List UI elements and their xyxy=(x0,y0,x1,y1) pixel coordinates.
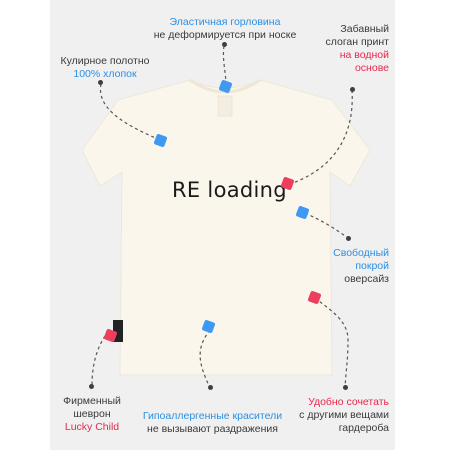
leader-dot xyxy=(98,80,103,85)
callout-combine-line3: гардероба xyxy=(338,422,389,434)
tshirt-label xyxy=(217,95,233,117)
tshirt-print-text: RE loading xyxy=(172,178,287,202)
callout-chevron-line3: Lucky Child xyxy=(64,421,120,433)
callout-slogan-line3: на водной xyxy=(339,49,389,61)
leader-dyes xyxy=(199,329,211,389)
leader-chevron xyxy=(91,335,106,387)
callout-fit-line3: оверсайз xyxy=(344,273,389,285)
callout-fit: Свободный покрой оверсайз xyxy=(300,247,389,286)
callout-neckline-line2: не деформируется при носке xyxy=(153,29,297,41)
leader-dot xyxy=(343,385,348,390)
leader-dot xyxy=(350,87,355,92)
callout-slogan-line2: слоган принт xyxy=(325,36,390,48)
tshirt-body xyxy=(81,79,371,376)
callout-dyes-line1: Гипоаллергенные красители xyxy=(142,410,283,422)
callout-slogan: Забавный слоган принт на водной основе xyxy=(300,23,390,75)
leader-dot xyxy=(222,42,227,47)
leader-dot xyxy=(89,384,94,389)
chevron-tag xyxy=(113,320,123,342)
callout-chevron-line1: Фирменный xyxy=(63,395,121,407)
callout-fabric: Кулирное полотно 100% хлопок xyxy=(55,55,155,81)
callout-fit-line1: Свободный xyxy=(333,247,389,259)
leader-dot xyxy=(208,385,213,390)
callout-chevron-line2: шеврон xyxy=(73,408,111,420)
callout-fit-line2: покрой xyxy=(355,260,389,272)
leader-fabric xyxy=(99,83,161,141)
callout-fabric-line2: 100% хлопок xyxy=(73,68,137,80)
callout-slogan-line4: основе xyxy=(354,62,389,74)
callout-neckline-line1: Эластичная горловина xyxy=(169,16,281,28)
callout-combine: Удобно сочетать с другими вещами гардеро… xyxy=(285,396,389,435)
callout-fabric-line1: Кулирное полотно xyxy=(60,55,150,67)
callout-neckline: Эластичная горловина не деформируется пр… xyxy=(130,16,320,42)
leader-combine xyxy=(314,297,349,389)
callout-combine-line2: с другими вещами xyxy=(299,409,389,421)
callout-dyes-line2: не вызывают раздражения xyxy=(147,423,278,435)
callout-combine-line1: Удобно сочетать xyxy=(308,396,389,408)
callout-dyes: Гипоаллергенные красители не вызывают ра… xyxy=(135,410,290,436)
leader-fit xyxy=(304,212,349,239)
callout-chevron: Фирменный шеврон Lucky Child xyxy=(52,395,132,434)
callout-slogan-line1: Забавный xyxy=(340,23,389,35)
leader-slogan xyxy=(289,89,353,185)
leader-dot xyxy=(346,236,351,241)
